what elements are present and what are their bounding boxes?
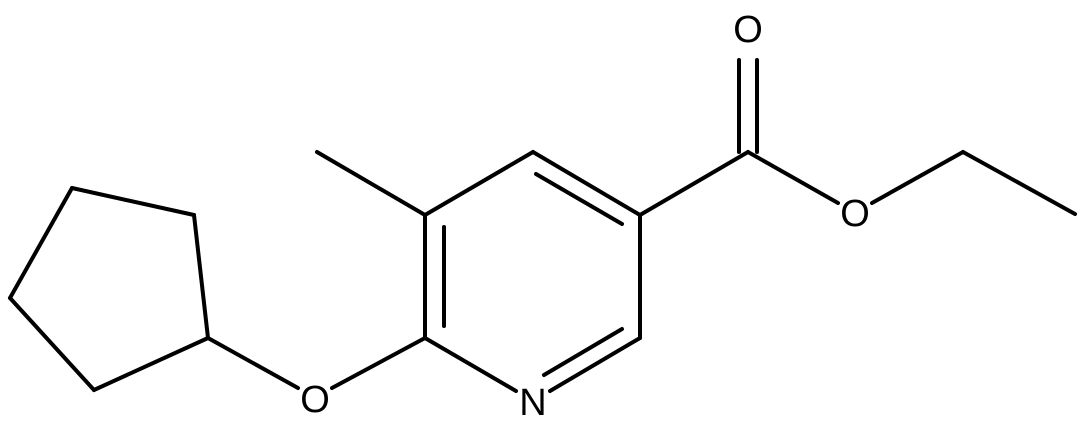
bond-ester-o-to-ch2 — [870, 150, 965, 205]
ether-oxygen-label: O — [300, 379, 330, 421]
ring-nitrogen-label: N — [519, 382, 546, 424]
bond-cp-4 — [8, 296, 96, 392]
bond-py-c5-c4 — [423, 150, 535, 217]
ether-linkage — [206, 336, 427, 390]
bond-py-c4-c3-inner — [534, 172, 624, 226]
bond-ch2-to-ch3 — [961, 150, 1077, 216]
bond-cp-to-ether-o — [206, 336, 300, 390]
carbonyl-oxygen-label: O — [733, 9, 763, 51]
bond-cp-3 — [92, 336, 210, 392]
bond-py-c2-n-inner — [542, 327, 624, 377]
bond-py-c2-n — [548, 336, 642, 393]
bond-py-n-c6 — [423, 336, 518, 393]
pyridine-ring — [423, 150, 642, 393]
bond-carbonyl-c-to-ester-o — [746, 150, 840, 205]
ester-oxygen-label: O — [840, 193, 870, 235]
cyclopentyl-ring — [8, 186, 210, 392]
bond-py-c4-c3 — [531, 150, 642, 217]
bond-ether-o-to-ring — [330, 336, 427, 390]
bond-methyl — [315, 150, 427, 217]
bond-cp-2 — [192, 213, 210, 340]
bond-cp-5 — [8, 186, 74, 300]
bond-ring-to-carbonyl-c — [638, 150, 750, 217]
ethyl-ester-group — [638, 58, 1077, 217]
bond-cp-1 — [70, 186, 196, 217]
